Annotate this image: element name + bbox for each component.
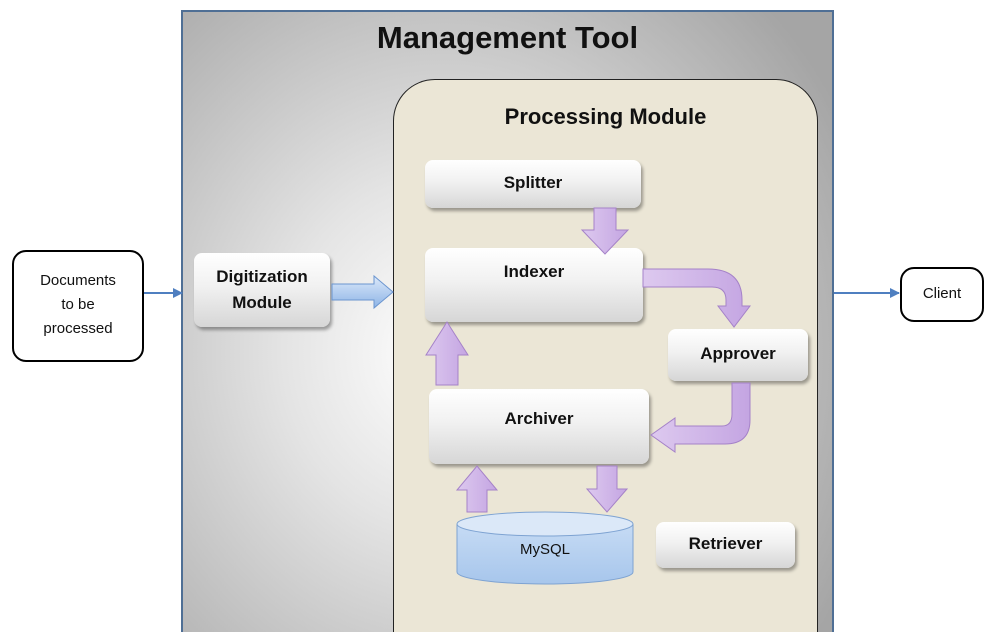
- splitter-to-indexer-arrow: [580, 207, 630, 255]
- splitter-label: Splitter: [503, 173, 563, 192]
- mysql-label: MySQL: [519, 541, 570, 558]
- management-tool-title: Management Tool: [376, 20, 639, 55]
- documents-node: Documents to be processed: [12, 250, 144, 362]
- retriever-label: Retriever: [688, 534, 763, 553]
- client-node: Client: [900, 267, 984, 322]
- digitization-label-line2: Module: [232, 293, 292, 312]
- splitter-box: Splitter: [425, 160, 641, 208]
- approver-box: Approver: [668, 329, 808, 381]
- retriever-box: Retriever: [656, 522, 795, 568]
- approver-to-archiver-arrow: [650, 382, 751, 453]
- archiver-label: Archiver: [504, 409, 574, 428]
- indexer-to-approver-arrow: [642, 268, 752, 328]
- archiver-to-database-arrow: [585, 465, 629, 513]
- indexer-label: Indexer: [503, 262, 565, 281]
- processing-module-title: Processing Module: [504, 104, 707, 129]
- database-to-archiver-arrow: [455, 465, 499, 513]
- digitization-module-box: Digitization Module: [194, 253, 330, 327]
- mysql-database-cylinder: [456, 511, 634, 585]
- archiver-to-indexer-arrow: [425, 321, 469, 386]
- client-label: Client: [922, 285, 962, 302]
- documents-label-line3: processed: [43, 320, 113, 337]
- indexer-box: Indexer: [425, 248, 643, 322]
- documents-label-line2: to be: [61, 296, 95, 313]
- documents-label-line1: Documents: [40, 272, 116, 289]
- digitization-label-line1: Digitization: [216, 267, 308, 286]
- archiver-box: Archiver: [429, 389, 649, 464]
- approver-label: Approver: [700, 344, 776, 363]
- digitization-to-processing-arrow: [331, 274, 394, 310]
